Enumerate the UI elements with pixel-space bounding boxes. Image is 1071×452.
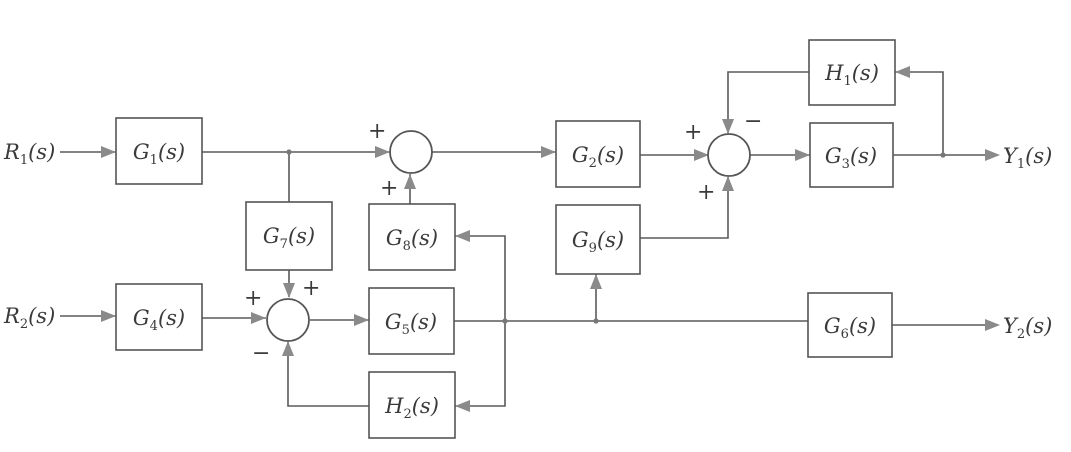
block-g2 bbox=[555, 120, 641, 188]
arrowhead-g5-in bbox=[354, 314, 369, 326]
sign-sum2-left: + bbox=[684, 120, 702, 145]
block-g4-label: G4(s) bbox=[133, 306, 185, 334]
arrowhead-r1-g1 bbox=[101, 146, 116, 158]
block-g6 bbox=[807, 292, 893, 358]
sign-sum3-left: + bbox=[244, 286, 262, 311]
summing-junction-2 bbox=[707, 133, 751, 177]
sign-sum2-bottom: + bbox=[697, 180, 715, 205]
block-g5-label: G5(s) bbox=[385, 310, 437, 338]
arrowhead-sum2-left bbox=[694, 149, 709, 161]
arrowhead-sum1-left bbox=[375, 146, 390, 158]
arrowhead-g8-in bbox=[455, 230, 470, 242]
arrowhead-g2-in bbox=[541, 146, 556, 158]
arrowheads bbox=[101, 66, 1000, 412]
block-g3 bbox=[809, 122, 894, 188]
input-r2-label: R2(s) bbox=[3, 304, 55, 332]
block-g1-label: G1(s) bbox=[133, 140, 185, 168]
arrowhead-sum3-top bbox=[283, 283, 295, 298]
arrowhead-r2-g4 bbox=[101, 310, 116, 322]
block-h1 bbox=[808, 39, 896, 106]
arrowhead-y2 bbox=[985, 319, 1000, 331]
arrowhead-sum1-bottom bbox=[404, 174, 416, 189]
sign-sum2-top: − bbox=[744, 109, 762, 134]
junction-y1 bbox=[940, 152, 946, 158]
junction-g5-out bbox=[502, 318, 508, 324]
junction-g1-out bbox=[286, 149, 292, 155]
block-h1-label: H1(s) bbox=[824, 61, 879, 89]
arrowhead-sum2-top bbox=[722, 119, 734, 134]
arrowhead-g9-in bbox=[590, 274, 602, 289]
summing-junction-1 bbox=[389, 130, 433, 174]
wire-h2-sum3 bbox=[287, 342, 369, 407]
wire-g9-sum2 bbox=[640, 177, 729, 239]
block-h2 bbox=[368, 371, 456, 439]
arrowhead-h2-in bbox=[455, 400, 470, 412]
arrowhead-g3-in bbox=[795, 149, 810, 161]
arrowhead-sum3-bottom bbox=[282, 341, 294, 356]
junction-signs: + + + − + + + − bbox=[244, 109, 762, 366]
transfer-blocks: G1(s) G2(s) G3(s) H1(s) G7(s) G8(s) G9(s… bbox=[115, 39, 896, 439]
arrowhead-sum2-bottom bbox=[722, 176, 734, 191]
sign-sum1-bottom: + bbox=[380, 176, 398, 201]
junction-points bbox=[286, 149, 946, 324]
block-g8-label: G8(s) bbox=[386, 226, 438, 254]
block-g7 bbox=[245, 201, 333, 271]
summing-junction-3 bbox=[266, 298, 310, 342]
junction-g9-tap bbox=[593, 318, 599, 324]
block-g8 bbox=[368, 203, 456, 271]
input-r1-label: R1(s) bbox=[3, 140, 55, 168]
io-labels: R1(s) R2(s) Y1(s) Y2(s) bbox=[3, 140, 1052, 342]
wire-h1-sum2 bbox=[727, 71, 809, 133]
output-y1-label: Y1(s) bbox=[1003, 144, 1052, 172]
block-g9 bbox=[555, 204, 641, 275]
arrowhead-y1 bbox=[985, 149, 1000, 161]
arrowhead-h1-in bbox=[895, 66, 910, 78]
block-g4 bbox=[115, 283, 203, 351]
block-g3-label: G3(s) bbox=[825, 144, 877, 172]
wire-junction-g8 bbox=[455, 235, 506, 321]
block-g2-label: G2(s) bbox=[572, 143, 624, 171]
block-g6-label: G6(s) bbox=[824, 314, 876, 342]
sign-sum3-bottom: − bbox=[252, 341, 270, 366]
wire-y1-h1 bbox=[895, 71, 944, 155]
arrowhead-sum3-left bbox=[251, 312, 266, 324]
output-y2-label: Y2(s) bbox=[1003, 314, 1052, 342]
sign-sum1-left: + bbox=[368, 119, 386, 144]
block-h2-label: H2(s) bbox=[384, 394, 439, 422]
sign-sum3-top: + bbox=[302, 276, 320, 301]
block-g9-label: G9(s) bbox=[572, 228, 624, 256]
summing-junctions bbox=[266, 130, 751, 342]
block-g5 bbox=[368, 287, 455, 355]
wire-junction-h2 bbox=[455, 321, 506, 407]
block-g7-label: G7(s) bbox=[263, 224, 315, 252]
block-g1 bbox=[115, 117, 203, 185]
